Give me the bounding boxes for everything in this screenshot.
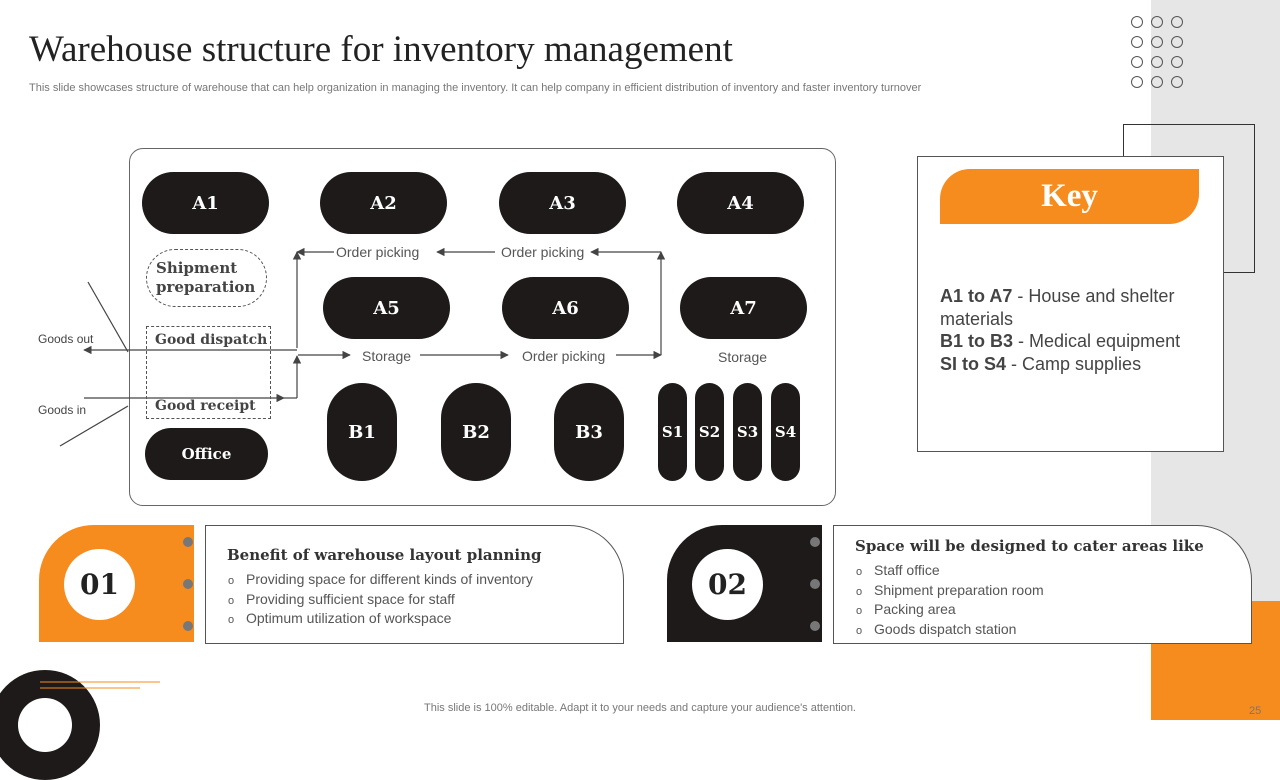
card2-title: Space will be designed to cater areas li… [855, 537, 1204, 555]
goods-out-label: Goods out [38, 332, 94, 346]
zone-b3: B3 [554, 383, 624, 481]
key-heading: Key [940, 169, 1199, 224]
key-line-s: SI to S4 - Camp supplies [940, 353, 1142, 374]
key-line-a: A1 to A7 - House and shelter materials [940, 286, 1175, 329]
zone-s1: S1 [658, 383, 687, 481]
zone-a2: A2 [320, 172, 447, 234]
zone-a3: A3 [499, 172, 626, 234]
zone-b2: B2 [441, 383, 511, 481]
storage-label-2: Storage [718, 349, 768, 365]
good-receipt-label: Good receipt [155, 398, 256, 414]
footer-note: This slide is 100% editable. Adapt it to… [424, 702, 856, 714]
card1-ring-2 [183, 579, 193, 589]
decorative-lines [40, 681, 160, 689]
zone-b1: B1 [327, 383, 397, 481]
key-line-b: B1 to B3 - Medical equipment [940, 331, 1181, 351]
card2-bullet: Packing area [856, 601, 1044, 621]
zone-s4: S4 [771, 383, 800, 481]
goods-in-label: Goods in [38, 403, 87, 417]
flow-arrows [59, 247, 666, 447]
good-dispatch-label: Good dispatch [155, 332, 268, 348]
order-picking-label-3: Order picking [522, 348, 606, 364]
card2-bullet: Goods dispatch station [856, 621, 1044, 641]
card1-title: Benefit of warehouse layout planning [227, 546, 542, 564]
card1-bullet: Providing space for different kinds of i… [228, 571, 533, 591]
order-picking-label-1: Order picking [336, 244, 420, 260]
decorative-dot-grid [1131, 16, 1187, 88]
page-subtitle: This slide showcases structure of wareho… [29, 82, 922, 94]
card1-bullet: Optimum utilization of workspace [228, 610, 533, 630]
card1-ring-3 [183, 621, 193, 631]
zone-a1: A1 [142, 172, 269, 234]
card2-bullet: Staff office [856, 562, 1044, 582]
zone-a6: A6 [502, 277, 629, 339]
card2-bullet: Shipment preparation room [856, 582, 1044, 602]
card1-bullet: Providing sufficient space for staff [228, 591, 533, 611]
zone-office: Office [145, 428, 268, 480]
dispatch-receipt-area [146, 326, 271, 419]
zone-a5: A5 [323, 277, 450, 339]
zone-a4: A4 [677, 172, 804, 234]
zone-s2: S2 [695, 383, 724, 481]
card2-ring-2 [810, 579, 820, 589]
shipment-preparation-zone: Shipment preparation [146, 249, 267, 307]
key-legend-text: A1 to A7 - House and shelter materials B… [940, 285, 1210, 375]
card1-bullet-list: Providing space for different kinds of i… [228, 571, 533, 630]
card1-number: 01 [64, 549, 135, 620]
card2-number: 02 [692, 549, 763, 620]
card2-bullet-list: Staff office Shipment preparation room P… [856, 562, 1044, 640]
zone-a7: A7 [680, 277, 807, 339]
page-title: Warehouse structure for inventory manage… [29, 29, 733, 70]
card1-ring-1 [183, 537, 193, 547]
page-number: 25 [1249, 705, 1262, 717]
card2-ring-3 [810, 621, 820, 631]
zone-s3: S3 [733, 383, 762, 481]
card2-ring-1 [810, 537, 820, 547]
warehouse-map-frame [129, 148, 836, 506]
order-picking-label-2: Order picking [501, 244, 585, 260]
storage-label-1: Storage [362, 348, 412, 364]
